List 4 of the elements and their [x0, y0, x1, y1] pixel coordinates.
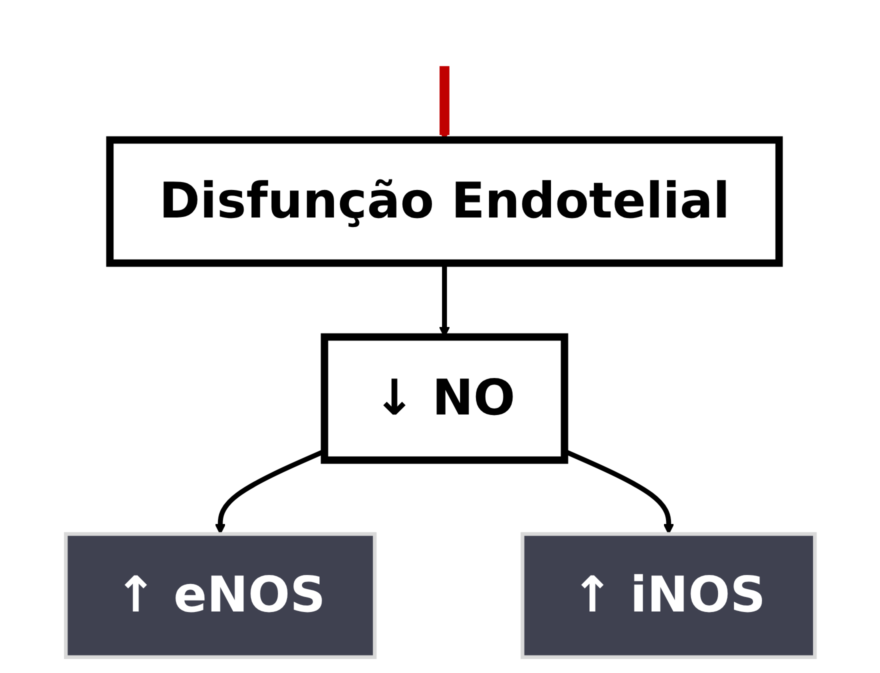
node-box: ↑ iNOS — [520, 532, 816, 658]
node-box: Disfunção Endotelial — [106, 136, 782, 266]
node-box: ↑ eNOS — [64, 532, 376, 658]
node-box: ↓ NO — [320, 332, 568, 464]
